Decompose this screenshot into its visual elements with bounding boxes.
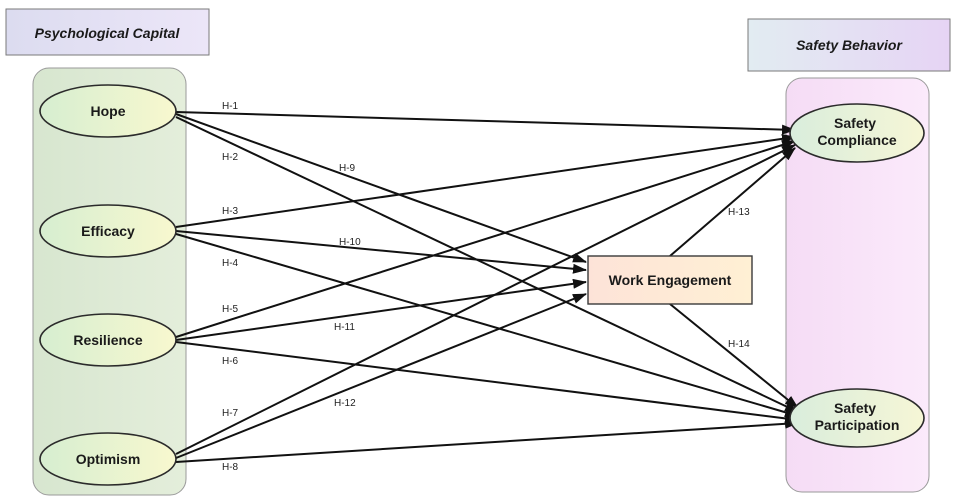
- label-h4: H-4: [222, 258, 239, 269]
- arrow-h11: [175, 278, 587, 341]
- arrow-h13: [669, 147, 796, 257]
- node-safety-participation: Safety Participation: [789, 388, 925, 448]
- arrow-h3: [175, 133, 796, 228]
- psycap-header-label: Psychological Capital: [35, 25, 181, 41]
- hope-ellipse: [39, 84, 177, 138]
- efficacy-ellipse: [39, 204, 177, 258]
- hypothesis-arrows: [175, 111, 799, 463]
- label-h12: H-12: [334, 398, 356, 409]
- optimism-ellipse: [39, 432, 177, 486]
- node-hope: Hope: [39, 84, 177, 138]
- hypothesis-labels: H-1 H-2 H-3 H-4 H-5 H-6 H-7 H-8 H-9 H-10…: [222, 101, 750, 473]
- safety-compliance-ellipse: [789, 103, 925, 163]
- safety-compliance-label: Safety Compliance: [817, 115, 897, 148]
- work-engagement-label: Work Engagement: [609, 272, 732, 288]
- arrow-h8: [175, 418, 799, 463]
- arrow-h7: [175, 144, 796, 455]
- arrow-h10: [175, 230, 587, 274]
- hope-label: Hope: [91, 103, 126, 119]
- label-h3: H-3: [222, 206, 239, 217]
- safety-participation-line2: Participation: [815, 417, 900, 433]
- label-h6: H-6: [222, 356, 239, 367]
- safety-behavior-panel: [785, 77, 930, 493]
- safety-compliance-line1: Safety: [834, 115, 876, 131]
- safety-participation-label: Safety Participation: [815, 400, 900, 433]
- label-h10: H-10: [339, 237, 361, 248]
- arrow-h12: [175, 293, 587, 459]
- safety-behavior-header-box: [747, 18, 951, 72]
- work-engagement-box: [587, 255, 753, 305]
- node-work-engagement: Work Engagement: [587, 255, 753, 305]
- node-resilience: Resilience: [39, 313, 177, 367]
- resilience-ellipse: [39, 313, 177, 367]
- safety-participation-line1: Safety: [834, 400, 876, 416]
- safety-participation-ellipse: [789, 388, 925, 448]
- label-h1: H-1: [222, 101, 239, 112]
- label-h14: H-14: [728, 339, 750, 350]
- label-h11: H-11: [334, 322, 355, 333]
- arrow-h14: [669, 303, 799, 409]
- node-safety-compliance: Safety Compliance: [789, 103, 925, 163]
- arrow-h6: [175, 341, 799, 424]
- arrow-h1: [175, 111, 796, 135]
- psycap-panel: [32, 67, 187, 496]
- node-optimism: Optimism: [39, 432, 177, 486]
- safety-behavior-header-label: Safety Behavior: [796, 37, 903, 53]
- arrow-h5: [175, 140, 796, 338]
- arrow-h9: [175, 113, 587, 263]
- label-h9: H-9: [339, 163, 356, 174]
- label-h7: H-7: [222, 408, 239, 419]
- efficacy-label: Efficacy: [81, 223, 135, 239]
- label-h8: H-8: [222, 462, 239, 473]
- arrow-h2: [175, 116, 799, 413]
- label-h13: H-13: [728, 207, 750, 218]
- safety-compliance-line2: Compliance: [817, 132, 897, 148]
- label-h2: H-2: [222, 152, 239, 163]
- arrow-h4: [175, 233, 799, 418]
- label-h5: H-5: [222, 304, 239, 315]
- resilience-label: Resilience: [73, 332, 142, 348]
- psycap-header-box: [5, 8, 210, 56]
- node-efficacy: Efficacy: [39, 204, 177, 258]
- optimism-label: Optimism: [76, 451, 141, 467]
